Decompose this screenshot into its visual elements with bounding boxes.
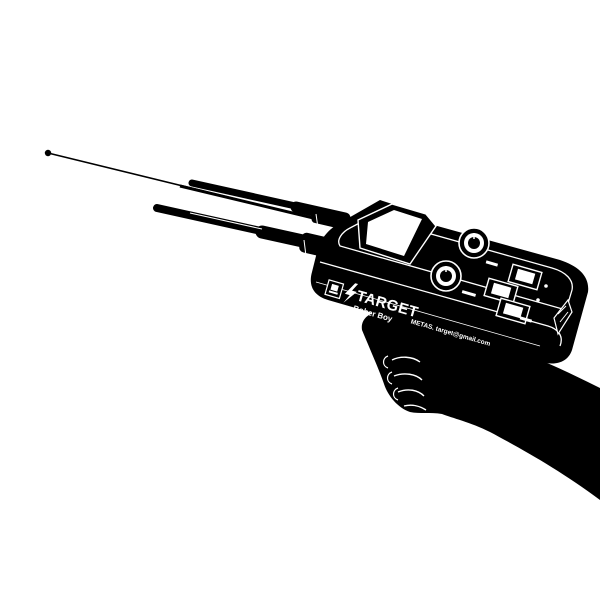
control-knob-lower[interactable] — [430, 260, 462, 292]
toggle-switch-1[interactable] — [483, 277, 519, 305]
display-screen — [357, 203, 437, 265]
company-logo-icon — [324, 279, 345, 300]
lightning-bolt-icon — [343, 283, 359, 303]
antenna-thin — [44, 149, 331, 224]
holding-hand — [361, 311, 600, 500]
control-knob-upper[interactable] — [458, 227, 490, 259]
toggle-switch-2[interactable] — [507, 263, 543, 291]
panel-indicator-marks — [461, 260, 548, 323]
side-port — [553, 298, 573, 336]
